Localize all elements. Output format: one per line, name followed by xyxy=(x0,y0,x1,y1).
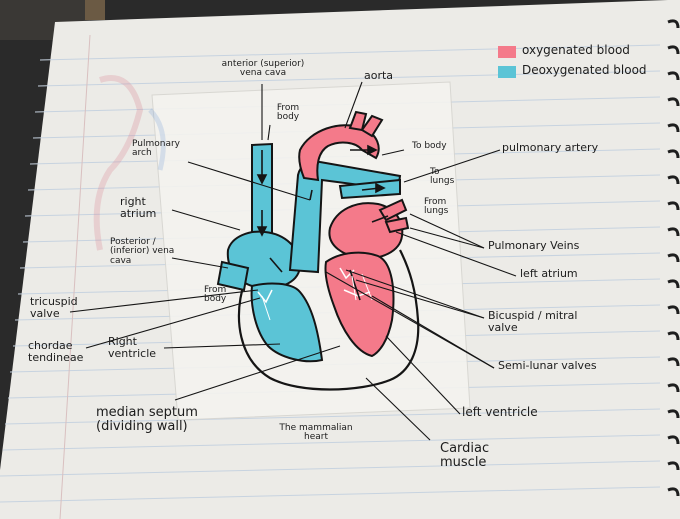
deoxygenated-regions xyxy=(216,142,402,363)
legend-deoxygenated-label: Deoxygenated blood xyxy=(522,63,647,77)
legend-oxygenated-label: oxygenated blood xyxy=(522,43,630,57)
label-anterior-vena-cava: anterior (superior) vena cava xyxy=(221,59,305,79)
label-pulmonary-arch: Pulmonary arch xyxy=(132,139,180,159)
label-left-ventricle: left ventricle xyxy=(462,405,538,419)
label-chordae-tendineae: chordae tendineae xyxy=(28,339,84,364)
flow-arrows xyxy=(256,144,389,301)
label-median-septum: median septum (dividing wall) xyxy=(96,405,198,434)
leader-lines xyxy=(69,81,517,441)
label-right-ventricle: Right ventricle xyxy=(108,335,157,360)
label-from-lungs: From lungs xyxy=(424,197,449,217)
label-from-body-top: From body xyxy=(276,103,300,123)
label-pulmonary-veins: Pulmonary Veins xyxy=(488,239,580,252)
bleed-through-sketch xyxy=(93,75,166,251)
label-to-body: To body xyxy=(412,141,447,151)
label-left-atrium: left atrium xyxy=(520,267,578,280)
heart-diagram xyxy=(216,110,420,391)
label-cardiac-muscle: Cardiac muscle xyxy=(440,441,490,470)
label-aorta: aorta xyxy=(364,69,394,82)
legend-deoxygenated-swatch xyxy=(498,66,516,78)
heart-outline xyxy=(237,249,420,391)
label-pulmonary-artery: pulmonary artery xyxy=(502,141,599,154)
label-semilunar-valves: Semi-lunar valves xyxy=(498,359,597,372)
oxygenated-regions xyxy=(298,110,410,358)
spiral-binding xyxy=(667,19,680,497)
label-to-lungs: To lungs xyxy=(430,167,455,187)
margin-line xyxy=(59,34,91,519)
legend-oxygenated-swatch xyxy=(498,46,516,58)
label-right-atrium: right atrium xyxy=(120,195,157,220)
diagram-caption: The mammalian heart xyxy=(279,423,353,443)
label-from-body-bottom: From body xyxy=(204,285,227,305)
label-tricuspid-valve: tricuspid valve xyxy=(30,295,78,320)
label-bicuspid-valve: Bicuspid / mitral valve xyxy=(488,309,578,334)
label-posterior-vena-cava: Posterior / (inferior) vena cava xyxy=(110,237,175,266)
background-object xyxy=(85,0,105,20)
